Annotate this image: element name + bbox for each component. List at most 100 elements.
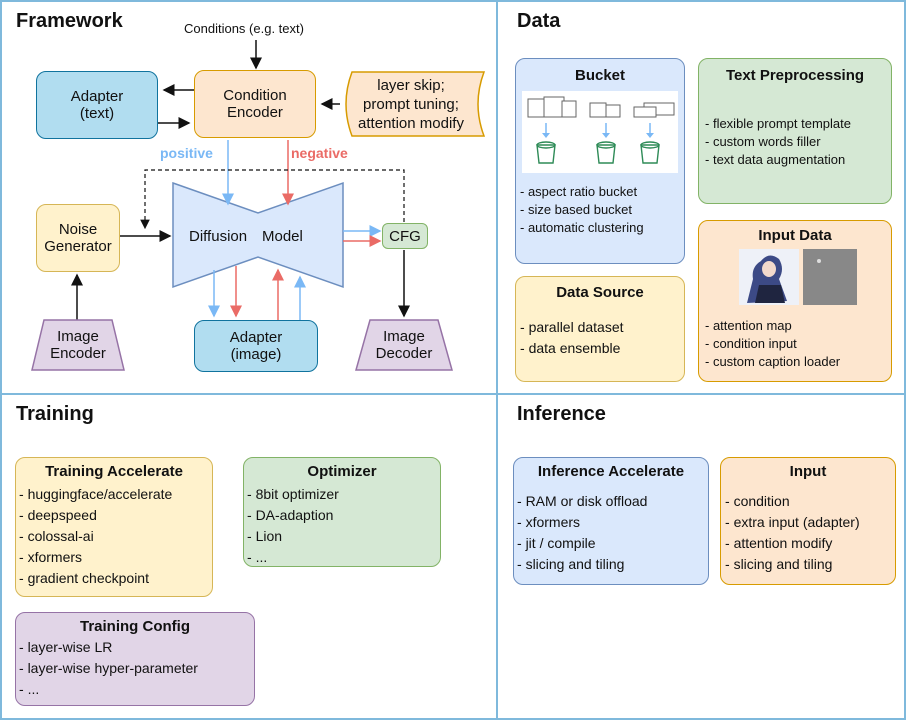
optimizer-box: Optimizer 8bit optimizer DA-adaption Lio… [243,457,441,567]
adapter-image-line2: (image) [230,346,282,363]
cfg-box: CFG [382,223,428,249]
training-accelerate-item: gradient checkpoint [19,568,172,589]
inference-input-item: condition [725,491,860,512]
condition-encoder-line2: Encoder [227,104,283,121]
noise-generator-line1: Noise [58,221,98,238]
training-config-item: ... [19,679,198,700]
data-source-box: Data Source parallel dataset data ensemb… [515,276,685,382]
tuning-line3: attention modify [358,114,464,132]
inference-accelerate-title: Inference Accelerate [537,463,685,480]
data-source-list: parallel dataset data ensemble [520,317,624,359]
bucket-item: aspect ratio bucket [520,183,644,201]
framework-arrows [31,40,486,371]
image-encoder-line2: Encoder [50,345,106,362]
diffusion-label: Diffusion [189,228,248,245]
training-accelerate-item: deepspeed [19,505,172,526]
data-title: Data [517,10,561,32]
bucket-item: automatic clustering [520,219,644,237]
inference-accelerate-list: RAM or disk offload xformers jit / compi… [517,491,648,575]
text-preprocessing-list: flexible prompt template custom words fi… [705,115,851,169]
image-decoder-line1: Image [383,328,425,345]
conditions-label: Conditions (e.g. text) [184,21,304,36]
inference-input-list: condition extra input (adapter) attentio… [725,491,860,575]
bucket-illustration [522,91,678,173]
bucket-list: aspect ratio bucket size based bucket au… [520,183,644,237]
adapter-text-line2: (text) [79,105,115,122]
image-decoder-line2: Decoder [375,345,433,362]
training-accelerate-box: Training Accelerate huggingface/accelera… [15,457,213,597]
input-data-list: attention map condition input custom cap… [705,317,840,371]
inference-input-item: slicing and tiling [725,554,860,575]
vertical-divider [496,0,498,720]
tuning-line1: layer skip; [377,76,445,94]
data-source-title: Data Source [556,284,644,301]
optimizer-item: DA-adaption [247,505,339,526]
input-data-item: custom caption loader [705,353,840,371]
image-encoder-shape [31,319,125,371]
inference-accelerate-item: jit / compile [517,533,647,554]
inference-input-item: extra input (adapter) [725,512,860,533]
training-config-title: Training Config [80,618,190,635]
adapter-text: Adapter(text) [36,71,158,139]
tuning-shape [345,71,486,137]
text-preprocessing-item: custom words filler [705,133,851,151]
bucket-title: Bucket [574,67,626,84]
negative-label: negative [291,145,348,161]
image-decoder-shape [355,319,453,371]
diffusion-model-shape [172,181,344,289]
training-accelerate-item: colossal-ai [19,526,172,547]
input-data-item: condition input [705,335,840,353]
inference-accelerate-box: Inference Accelerate RAM or disk offload… [513,457,709,585]
input-data-box: Input Data attention map condition input… [698,220,892,382]
inference-input-item: attention modify [725,533,860,554]
training-config-item: layer-wise LR [19,637,198,658]
optimizer-item: Lion [247,526,339,547]
inference-input-box: Input condition extra input (adapter) at… [720,457,896,585]
adapter-text-line1: Adapter [70,88,124,105]
positive-label: positive [160,145,213,161]
noise-generator-line2: Generator [44,238,112,255]
image-encoder-line1: Image [57,328,99,345]
inference-accelerate-item: slicing and tiling [517,554,647,575]
text-preprocessing-item: text data augmentation [705,151,851,169]
text-preprocessing-title: Text Preprocessing [725,67,865,84]
text-preprocessing-item: flexible prompt template [705,115,851,133]
condition-encoder-line1: Condition [223,87,287,104]
bucket-item: size based bucket [520,201,644,219]
frame-bottom [0,718,906,720]
adapter-image: Adapter(image) [194,320,318,372]
inference-input-title: Input [789,463,827,480]
training-config-box: Training Config layer-wise LR layer-wise… [15,612,255,706]
inference-title: Inference [517,403,606,425]
tuning-line2: prompt tuning; [363,95,459,113]
text-preprocessing-box: Text Preprocessing flexible prompt templ… [698,58,892,204]
optimizer-title: Optimizer [307,463,377,480]
inference-accelerate-item: xformers [517,512,647,533]
training-config-item: layer-wise hyper-parameter [19,658,198,679]
optimizer-item: ... [247,547,339,568]
optimizer-item: 8bit optimizer [247,484,339,505]
optimizer-list: 8bit optimizer DA-adaption Lion ... [247,484,339,568]
training-accelerate-item: xformers [19,547,172,568]
frame-top [0,0,906,2]
model-label: Model [262,228,303,245]
bucket-box: Bucket aspect ratio bucket size based bu… [515,58,685,264]
training-accelerate-title: Training Accelerate [45,463,183,480]
horizontal-divider [0,393,906,395]
training-accelerate-item: huggingface/accelerate [19,484,173,505]
inference-accelerate-item: RAM or disk offload [517,491,648,512]
input-data-item: attention map [705,317,840,335]
training-accelerate-list: huggingface/accelerate deepspeed colossa… [19,484,173,589]
training-config-list: layer-wise LR layer-wise hyper-parameter… [19,637,198,700]
adapter-image-line1: Adapter [229,329,283,346]
frame-left [0,0,2,720]
data-source-item: data ensemble [520,338,624,359]
training-title: Training [16,403,94,425]
attention-map-image [803,249,857,305]
frame-right [904,0,906,720]
framework-title: Framework [16,10,123,32]
